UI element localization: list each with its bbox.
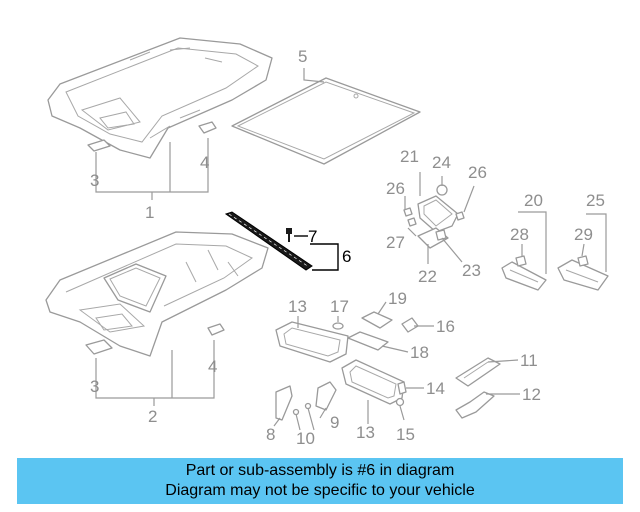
- clip-part-17: [332, 322, 344, 330]
- sun-visor-part-13-upper: [275, 321, 349, 363]
- label-13-upper: 13: [288, 297, 307, 316]
- clip-part-4-top: [198, 121, 217, 134]
- label-23: 23: [462, 261, 481, 280]
- label-26-left: 26: [386, 179, 405, 198]
- headliner-part-2: [45, 231, 269, 357]
- label-10: 10: [296, 429, 315, 448]
- pad-part-3-top: [87, 139, 111, 152]
- bulb-part-24: [436, 184, 448, 196]
- clip-part-7: [286, 228, 292, 242]
- label-28: 28: [510, 225, 529, 244]
- label-27: 27: [386, 233, 405, 252]
- label-18: 18: [410, 343, 429, 362]
- label-12: 12: [522, 385, 541, 404]
- label-25: 25: [586, 191, 605, 210]
- label-15: 15: [396, 425, 415, 444]
- info-banner: Part or sub-assembly is #6 in diagram Di…: [17, 458, 623, 504]
- map-lamp-part-20: [501, 261, 547, 291]
- pad-part-3-bottom: [85, 339, 113, 355]
- assist-grip-part-11: [455, 357, 501, 387]
- banner-line-2: Diagram may not be specific to your vehi…: [165, 482, 475, 499]
- label-26-right: 26: [468, 163, 487, 182]
- parts-diagram: 5 3 4 1 3 4 2 7 6 21 24 26 26 27 22 23 2…: [45, 37, 609, 448]
- label-19: 19: [388, 289, 407, 308]
- room-lamp-part-25: [557, 259, 609, 291]
- clip-part-26-left: [403, 207, 413, 217]
- trim-strip-part-6: [224, 211, 313, 271]
- label-4-top: 4: [200, 153, 209, 172]
- label-8: 8: [266, 425, 275, 444]
- label-17: 17: [330, 297, 349, 316]
- grip-part-9: [315, 381, 337, 411]
- bulb-part-28: [515, 255, 527, 267]
- banner-line-1: Part or sub-assembly is #6 in diagram: [185, 462, 455, 479]
- label-14: 14: [426, 379, 445, 398]
- bolt-part-14: [397, 381, 407, 395]
- bracket-part-12: [455, 391, 495, 419]
- label-24: 24: [432, 153, 451, 172]
- grip-part-8: [275, 385, 293, 421]
- clip-part-23: [435, 229, 447, 241]
- clip-part-4-bottom: [207, 323, 225, 336]
- callout-labels: 5 3 4 1 3 4 2 7 6 21 24 26 26 27 22 23 2…: [90, 47, 605, 448]
- lamp-lens-part-19: [361, 311, 393, 329]
- label-5: 5: [298, 47, 307, 66]
- overhead-console-part-21: [417, 195, 459, 233]
- sunroof-panel-part-5: [231, 77, 421, 165]
- label-9: 9: [330, 413, 339, 432]
- label-2: 2: [148, 407, 157, 426]
- vanity-mirror-part-18: [347, 331, 389, 351]
- label-6: 6: [342, 247, 351, 266]
- screw-part-27: [407, 217, 417, 227]
- label-21: 21: [400, 147, 419, 166]
- label-4-bottom: 4: [208, 357, 217, 376]
- clip-part-26-right: [455, 211, 465, 221]
- label-11: 11: [520, 351, 538, 370]
- label-3-bottom: 3: [90, 377, 99, 396]
- label-22: 22: [418, 267, 437, 286]
- bulb-part-29: [577, 255, 589, 267]
- label-20: 20: [524, 191, 543, 210]
- holder-part-16: [401, 317, 419, 333]
- label-16: 16: [436, 317, 455, 336]
- label-7: 7: [308, 227, 317, 246]
- label-1: 1: [145, 203, 154, 222]
- sun-visor-part-13-lower: [341, 359, 405, 405]
- headliner-part-1: [47, 37, 273, 159]
- leader-lines: [95, 68, 607, 431]
- cap-part-15: [395, 397, 405, 407]
- label-13-lower: 13: [356, 423, 375, 442]
- label-3-top: 3: [90, 171, 99, 190]
- label-29: 29: [574, 225, 593, 244]
